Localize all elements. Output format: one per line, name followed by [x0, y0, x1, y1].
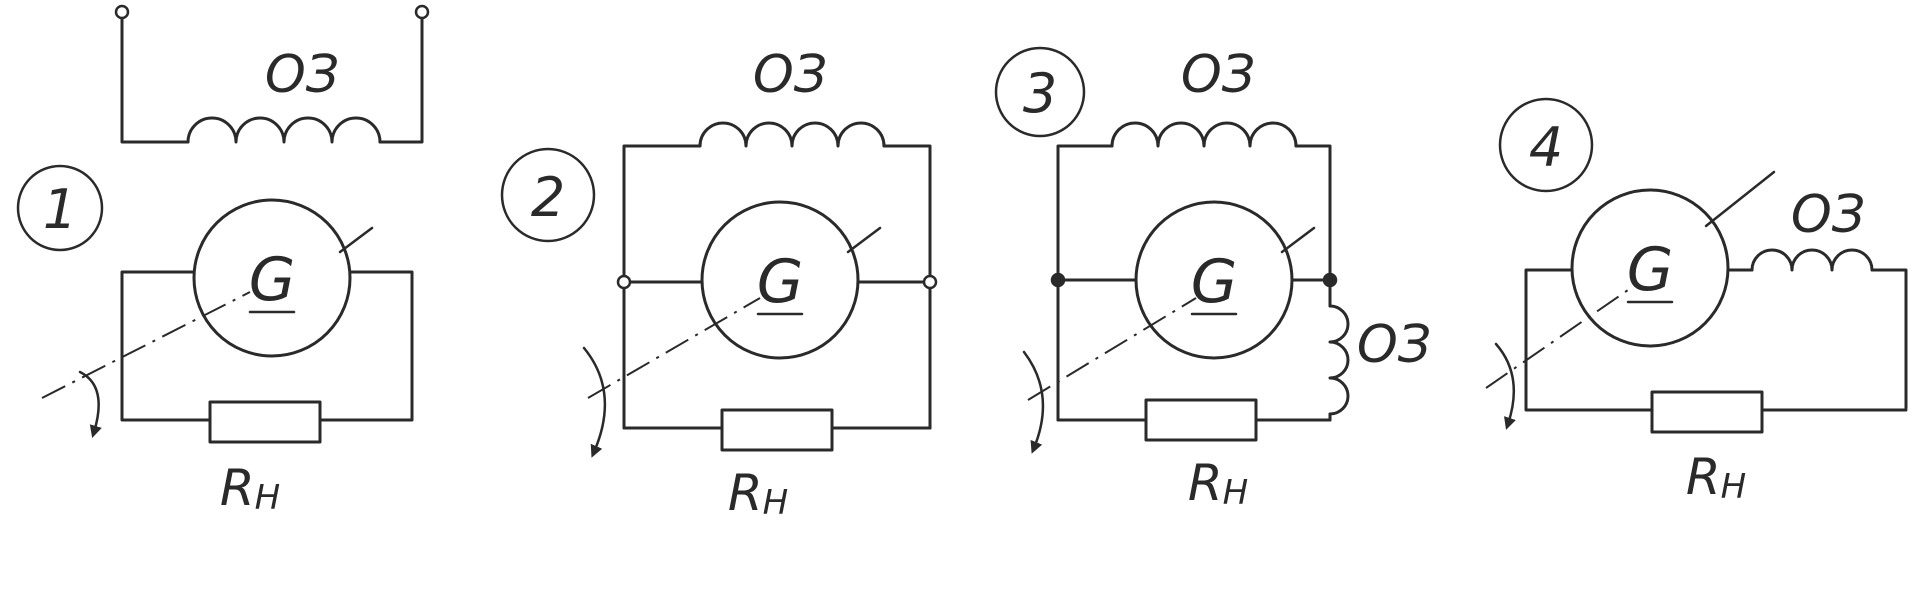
junction-right: [1322, 272, 1338, 288]
generator-label: G: [1627, 235, 1674, 305]
generator: G: [192, 198, 374, 358]
excitation-coil-series: ОЗ: [1328, 280, 1431, 422]
junction-left: [616, 274, 632, 290]
diagram-3: 3 ОЗ ОЗ G: [994, 45, 1431, 513]
diagram-number-badge: 2: [500, 147, 596, 243]
generator-label: G: [757, 247, 804, 317]
excitation-coil: ОЗ: [114, 4, 430, 144]
terminal-left: [114, 4, 130, 20]
shaft-line: [1485, 289, 1629, 389]
load-label: RН: [1686, 448, 1746, 507]
coil-label: ОЗ: [1357, 315, 1431, 375]
generator: G: [1570, 170, 1776, 348]
excitation-coil-series: ОЗ: [1726, 185, 1908, 410]
load-circuit: RН: [1050, 272, 1338, 513]
excitation-coil: ОЗ: [622, 45, 932, 430]
diagram-number: 2: [531, 166, 565, 229]
diagram-4: 4 G ОЗ RН: [1485, 97, 1908, 507]
rotation-arrow: [1022, 350, 1045, 454]
diagram-number: 4: [1529, 116, 1563, 179]
coil-label: ОЗ: [265, 45, 339, 105]
shaft-line: [1027, 297, 1197, 401]
diagram-number-badge: 4: [1498, 97, 1594, 193]
generator-label: G: [249, 245, 296, 315]
load-circuit: RН: [1524, 268, 1908, 507]
junction-left: [1050, 272, 1066, 288]
diagram-number-badge: 1: [16, 164, 104, 252]
load-resistor: [1144, 398, 1258, 442]
generator-label: G: [1191, 247, 1238, 317]
load-resistor: [720, 408, 834, 452]
excitation-coil-shunt: ОЗ: [1056, 45, 1332, 422]
coil-label: ОЗ: [753, 45, 827, 105]
shaft-line: [41, 291, 251, 399]
load-label: RН: [1188, 454, 1248, 513]
terminal-right: [414, 4, 430, 20]
diagram-number: 1: [43, 178, 77, 241]
rotation-arrow: [582, 346, 607, 458]
load-resistor: [208, 400, 322, 444]
diagram-number: 3: [1023, 62, 1057, 125]
shaft-line: [587, 297, 761, 399]
rotation-arrow: [78, 370, 102, 438]
load-label: RН: [220, 459, 280, 518]
diagram-1: 1 ОЗ G RН: [16, 4, 430, 518]
diagram-2: 2 ОЗ G RН: [500, 45, 938, 523]
diagram-number-badge: 3: [994, 46, 1086, 138]
coil-label: ОЗ: [1791, 185, 1865, 245]
load-resistor: [1650, 390, 1764, 434]
generator: G: [700, 200, 882, 360]
load-circuit: RН: [616, 274, 938, 523]
junction-right: [922, 274, 938, 290]
load-label: RН: [728, 464, 788, 523]
generator: G: [1134, 200, 1316, 360]
coil-label: ОЗ: [1181, 45, 1255, 105]
rotation-arrow: [1494, 342, 1516, 430]
load-circuit: RН: [120, 270, 414, 518]
